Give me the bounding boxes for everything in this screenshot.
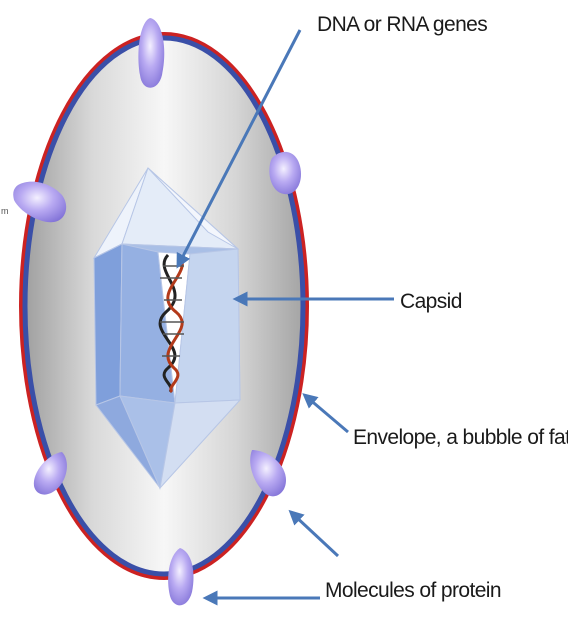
cropped-edge-text: m [1,207,9,216]
label-dna-or-rna-genes: DNA or RNA genes [317,14,487,35]
label-capsid: Capsid [400,291,462,312]
label-molecules-of-protein: Molecules of protein [325,580,501,601]
label-envelope: Envelope, a bubble of fat [353,427,568,448]
protein-spike [138,18,164,88]
arrow-envelope [308,398,348,432]
arrow-envelope-lower [294,515,338,556]
